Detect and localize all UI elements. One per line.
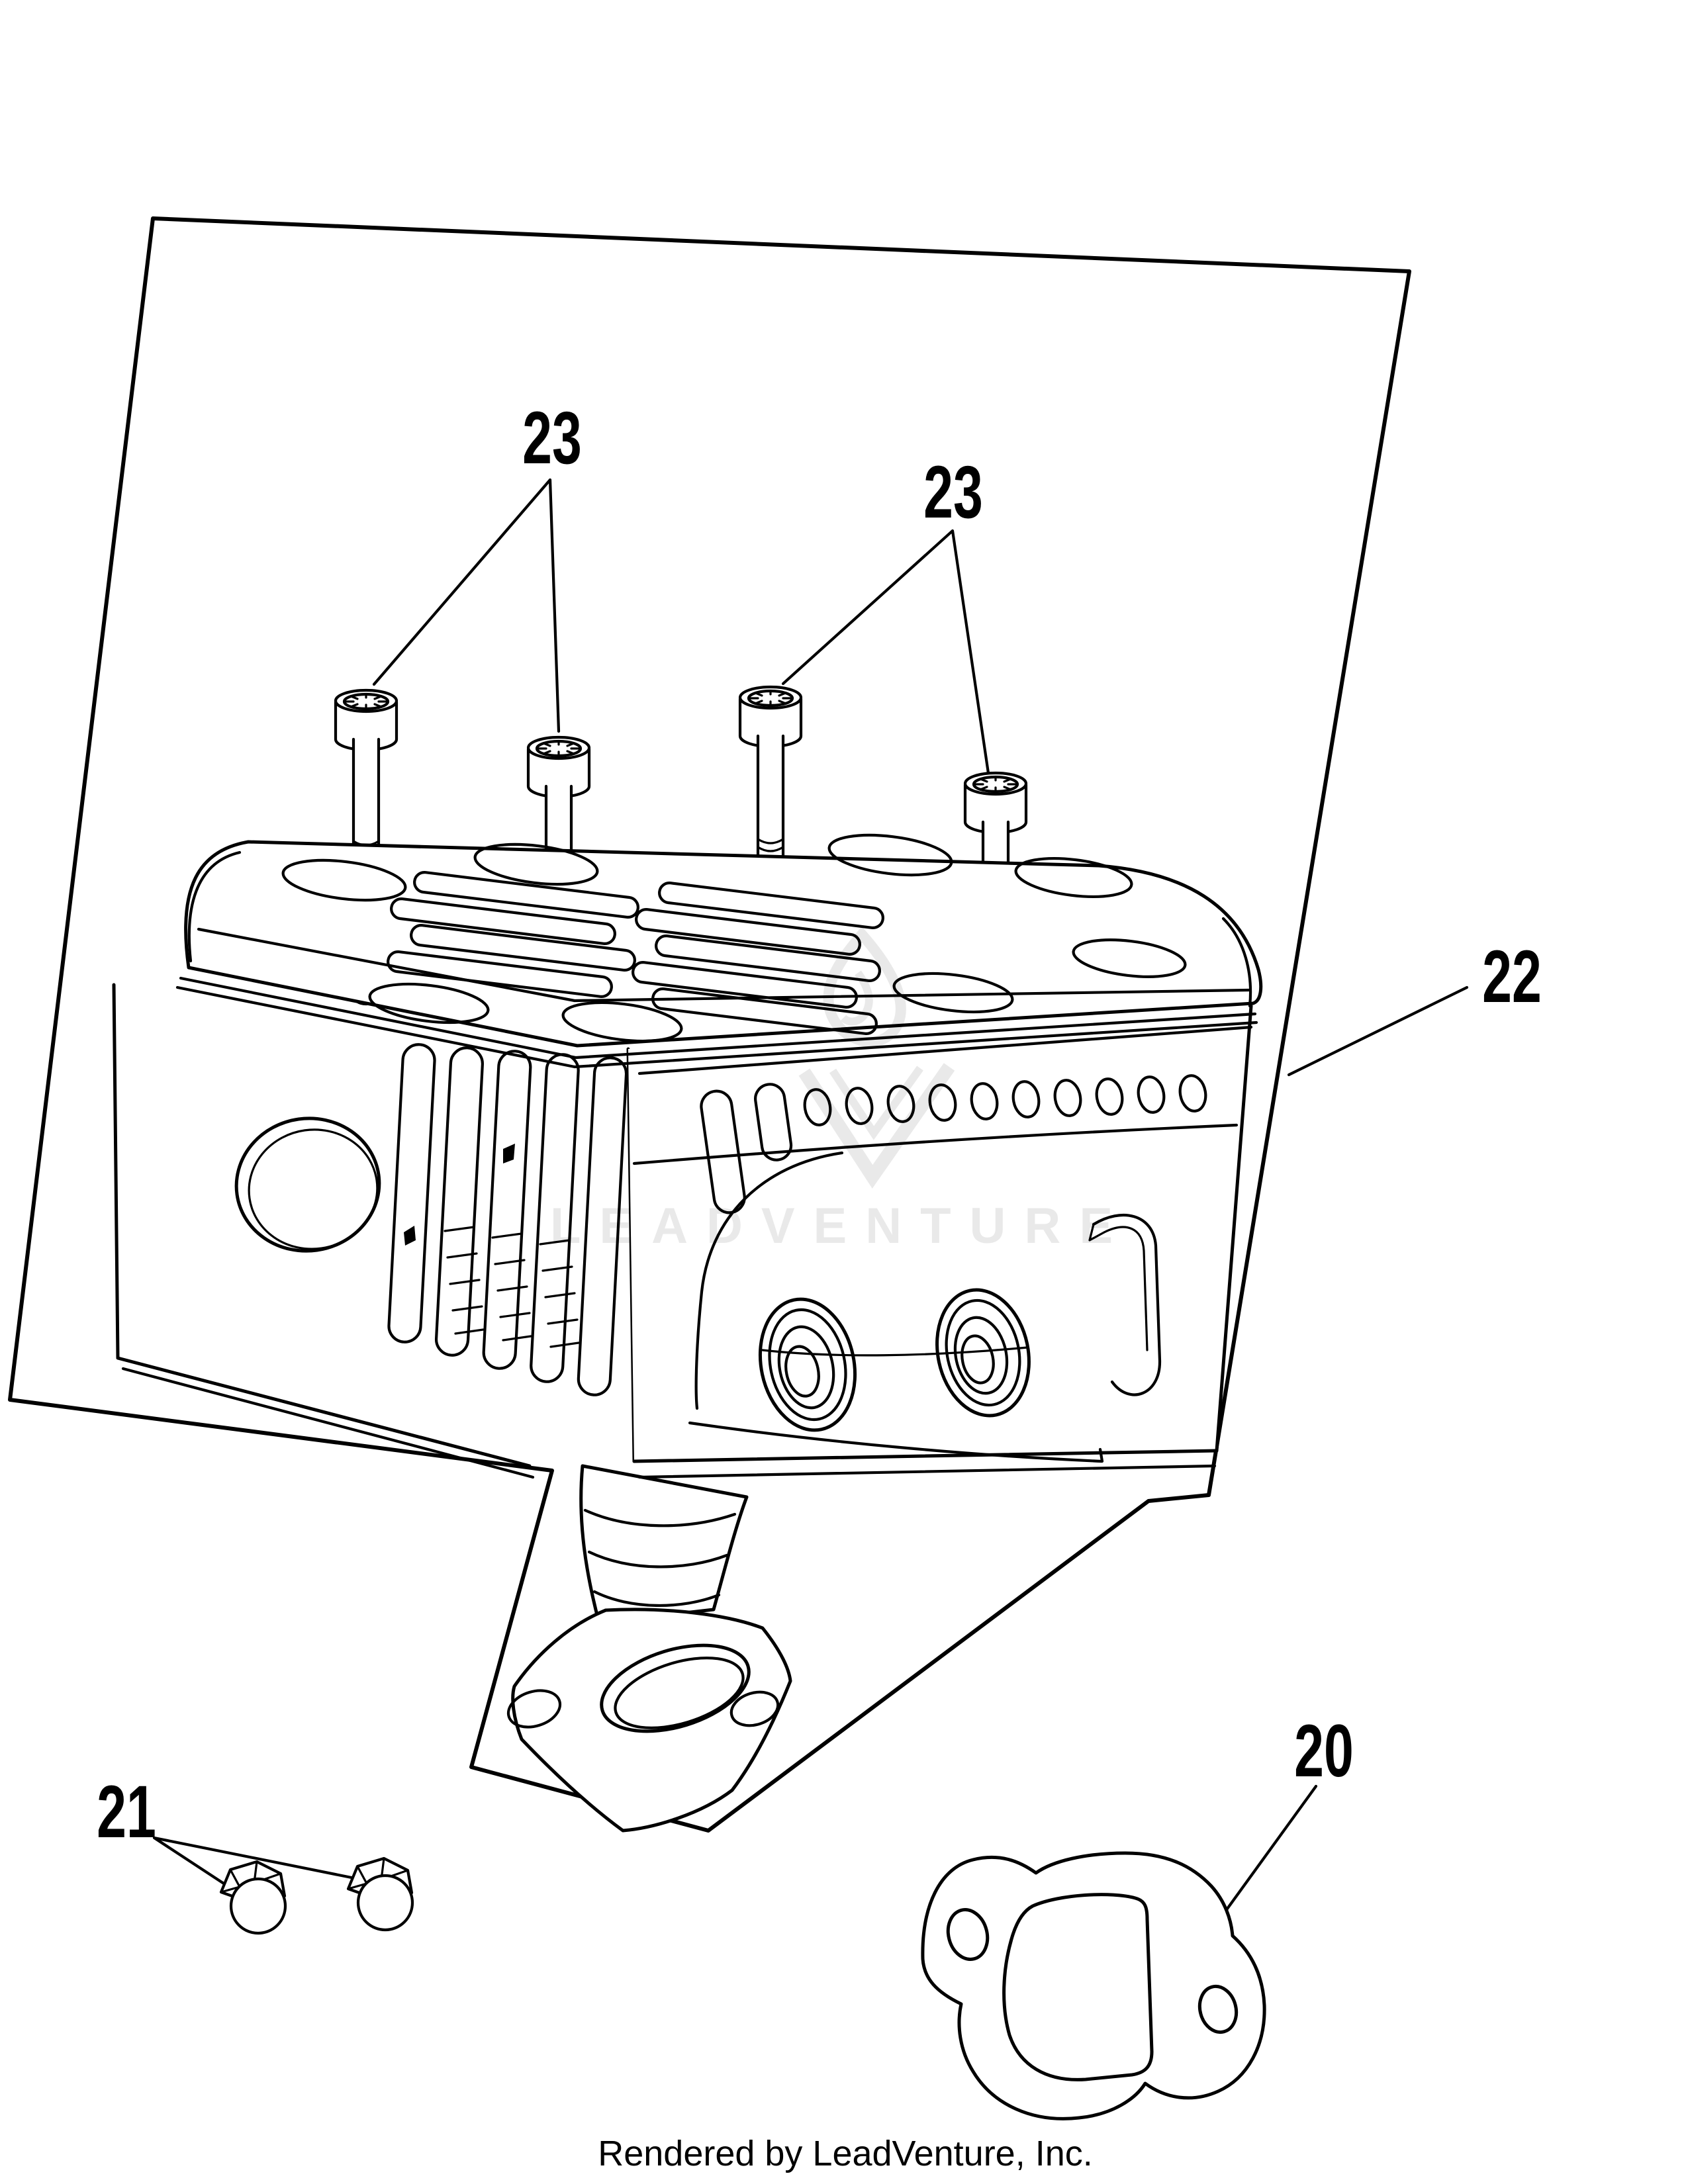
side-vent-hole (845, 1087, 874, 1125)
hex-bolt-part-21-b (346, 1856, 414, 1932)
leader-line-screws-left (372, 478, 561, 733)
side-vent-hole (1095, 1077, 1124, 1116)
muffler-right-face (121, 1001, 1253, 1479)
gasket-bolt-hole (1197, 1984, 1239, 2034)
side-vent-hole (1053, 1079, 1082, 1117)
front-louver-slot (387, 1043, 436, 1343)
leader-line-muffler (1287, 985, 1469, 1077)
top-vent-oval (1072, 938, 1187, 978)
callout-label-bolts: 21 (97, 1770, 156, 1853)
top-louver-slot (413, 871, 639, 919)
top-louver-slot (632, 961, 858, 1009)
callout-labels: 23 23 22 21 20 (97, 396, 1542, 1853)
watermark-text: LEADVENTURE (550, 1198, 1131, 1254)
front-louver-slot (577, 1056, 628, 1396)
callout-label-screws-right: 23 (923, 451, 983, 533)
side-vent-hole (1178, 1074, 1207, 1113)
top-vent-oval (281, 858, 407, 902)
muffler-top-cover (175, 833, 1263, 1069)
top-vent-oval (368, 982, 490, 1024)
front-louver-slot (482, 1050, 532, 1370)
footer-credit-text: Rendered by LeadVenture, Inc. (598, 2134, 1093, 2173)
top-vent-oval (561, 1001, 683, 1043)
callout-label-screws-left: 23 (522, 396, 582, 479)
flame-v-icon (798, 926, 955, 1189)
watermark: LEADVENTURE (550, 926, 1131, 1254)
muffler-hook-bracket (1088, 1213, 1162, 1396)
leader-line-screws-right (781, 529, 990, 775)
flange-bolt-hole (506, 1689, 562, 1729)
louver-shadow-mark (404, 1226, 416, 1246)
top-louver-slot (658, 882, 884, 929)
flange-bolt-hole (729, 1690, 780, 1727)
front-louver-slot (434, 1046, 484, 1357)
muffler-exhaust-pipe (579, 1464, 749, 1625)
top-louver-slot (387, 950, 613, 998)
top-vent-oval (473, 842, 599, 886)
callout-label-gasket: 20 (1294, 1709, 1354, 1792)
side-vent-hole (970, 1082, 999, 1120)
top-louver-slot (410, 924, 636, 972)
top-louver-slot (390, 897, 616, 945)
gasket-part-20 (921, 1851, 1266, 2120)
top-vent-oval (827, 833, 953, 877)
callout-label-muffler: 22 (1482, 935, 1542, 1018)
top-vent-oval (1014, 857, 1133, 898)
side-vent-hole (1011, 1080, 1041, 1118)
top-louver-slot (651, 987, 878, 1035)
gasket-bolt-hole (946, 1908, 990, 1961)
side-vent-hole (1137, 1075, 1166, 1114)
side-vent-slot (754, 1083, 793, 1161)
top-louver-slot (635, 908, 861, 956)
top-louver-slot (655, 934, 881, 982)
muffler-assembly (112, 833, 1263, 1833)
louver-shadow-mark (503, 1144, 515, 1163)
gasket-port-opening (1002, 1893, 1154, 2081)
muffler-round-opening (234, 1116, 381, 1253)
hex-bolt-part-21-a (219, 1860, 287, 1935)
muffler-exhaust-flange (506, 1608, 792, 1833)
diagram-border (8, 216, 1411, 1833)
